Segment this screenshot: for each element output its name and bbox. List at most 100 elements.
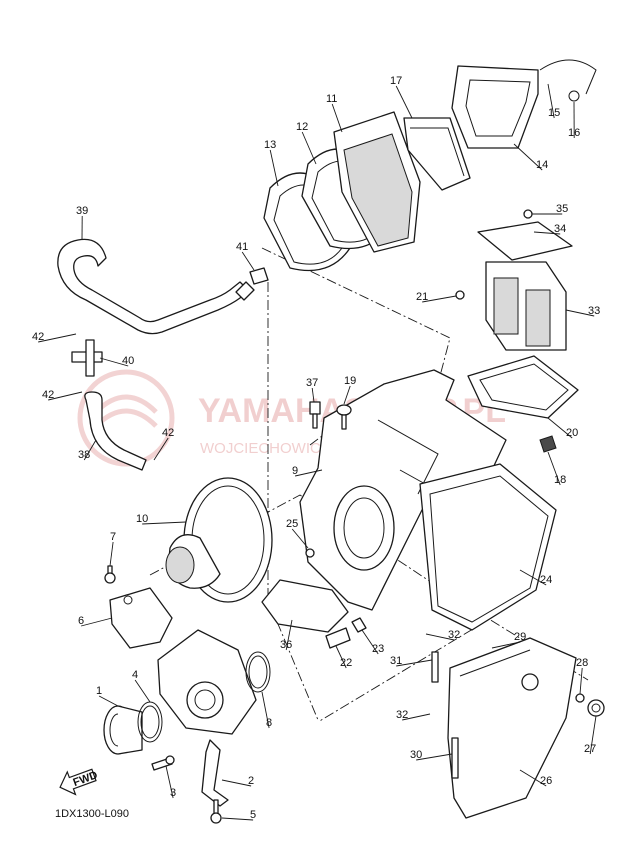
callout-label-38: 38 <box>78 449 90 461</box>
part-bolt-3 <box>151 755 175 771</box>
part-rod-31 <box>431 651 439 683</box>
callout-leader-23 <box>361 629 379 655</box>
callout-label-23: 23 <box>372 643 384 655</box>
callout-label-10: 10 <box>136 513 148 525</box>
callout-leader-9 <box>295 469 323 477</box>
part-33 <box>485 261 567 351</box>
callout-leader-13 <box>269 149 279 187</box>
part-element-11 <box>333 111 421 253</box>
callout-label-26: 26 <box>540 775 552 787</box>
part-breather-hose <box>57 238 255 335</box>
part-joint-40 <box>71 339 103 377</box>
callout-label-29: 29 <box>514 631 526 643</box>
callout-leader-1 <box>98 695 119 707</box>
callout-leader-32b <box>402 713 431 721</box>
callout-leader-18 <box>547 451 561 486</box>
callout-leader-21 <box>422 295 457 303</box>
callout-label-28: 28 <box>576 657 588 669</box>
callout-leader-38 <box>83 439 97 461</box>
callout-leader-41 <box>241 251 255 271</box>
callout-label-19: 19 <box>344 375 356 387</box>
callout-label-3: 3 <box>170 787 176 799</box>
part-side-cover-24 <box>419 463 557 631</box>
callout-leader-31 <box>396 659 433 667</box>
callout-label-1: 1 <box>96 685 102 697</box>
callout-leader-36 <box>285 619 293 651</box>
callout-leader-24 <box>519 569 547 586</box>
callout-label-22: 22 <box>340 657 352 669</box>
callout-label-8: 8 <box>266 717 272 729</box>
callout-label-17: 17 <box>390 75 402 87</box>
callout-leader-42a <box>38 333 77 343</box>
callout-leader-29 <box>491 641 521 649</box>
callout-leader-34 <box>533 231 561 235</box>
callout-label-11: 11 <box>326 93 337 105</box>
callout-label-2: 2 <box>248 775 254 787</box>
part-fastener-27 <box>587 699 605 717</box>
callout-label-7: 7 <box>110 531 116 543</box>
part-23 <box>351 617 367 633</box>
callout-label-42c: 42 <box>162 427 174 439</box>
callout-leader-37 <box>311 387 315 403</box>
fwd-label: FWD <box>72 769 100 789</box>
callout-leader-17 <box>395 85 413 119</box>
part-throttle-body <box>157 629 257 807</box>
callout-leader-5 <box>221 817 254 821</box>
callout-leader-30 <box>416 753 453 761</box>
callout-leader-20 <box>547 417 573 439</box>
callout-leader-42b <box>48 391 83 401</box>
part-grommet-19 <box>336 404 352 430</box>
part-plate-20 <box>467 355 579 419</box>
part-clip-18 <box>539 435 557 453</box>
callout-leader-15 <box>547 83 555 119</box>
part-hose-38 <box>84 391 147 471</box>
callout-label-32a: 32 <box>448 629 460 641</box>
callout-leader-27 <box>589 715 597 755</box>
part-rod-30 <box>451 737 459 779</box>
callout-leader-14 <box>513 143 543 171</box>
part-cage-17 <box>403 117 471 191</box>
callout-leader-2 <box>221 779 252 787</box>
part-air-filter-case <box>299 369 507 611</box>
callout-label-18: 18 <box>554 474 566 486</box>
callout-label-15: 15 <box>548 107 560 119</box>
part-joint-1 <box>103 705 143 755</box>
callout-label-41: 41 <box>236 241 248 253</box>
part-clamp-8 <box>245 651 271 693</box>
part-cover-6 <box>109 587 173 649</box>
callout-leader-3 <box>165 765 174 799</box>
callout-label-35: 35 <box>556 203 568 215</box>
callout-label-33: 33 <box>588 305 600 317</box>
callout-leader-40 <box>99 357 129 367</box>
callout-label-13: 13 <box>264 139 276 151</box>
callout-leader-6 <box>80 617 113 627</box>
diagram-code: 1DX1300-L090 <box>55 808 130 820</box>
part-washer-28 <box>575 693 585 703</box>
callout-label-6: 6 <box>78 615 84 627</box>
callout-leader-28 <box>579 667 583 695</box>
callout-label-39: 39 <box>76 205 88 217</box>
callout-leader-25 <box>291 528 309 549</box>
callout-label-40: 40 <box>122 355 134 367</box>
callout-label-4: 4 <box>132 669 138 681</box>
callout-label-37: 37 <box>306 377 318 389</box>
part-bolt-5 <box>210 799 222 824</box>
callout-label-36: 36 <box>280 639 292 651</box>
callout-leader-19 <box>343 385 351 405</box>
part-screw-21 <box>455 290 465 300</box>
part-34 <box>477 221 573 261</box>
callout-label-31: 31 <box>390 655 402 667</box>
callout-leader-26 <box>519 769 547 787</box>
callout-label-14: 14 <box>536 159 548 171</box>
callout-label-12: 12 <box>296 121 308 133</box>
callout-label-42b: 42 <box>42 389 54 401</box>
callout-leader-42c <box>153 437 169 461</box>
callout-label-9: 9 <box>292 465 298 477</box>
part-gasket-36 <box>261 579 349 633</box>
part-air-duct <box>165 477 273 603</box>
part-bolt-7 <box>104 565 116 584</box>
part-side-cover-26 <box>447 637 577 819</box>
callout-label-16: 16 <box>568 127 580 139</box>
